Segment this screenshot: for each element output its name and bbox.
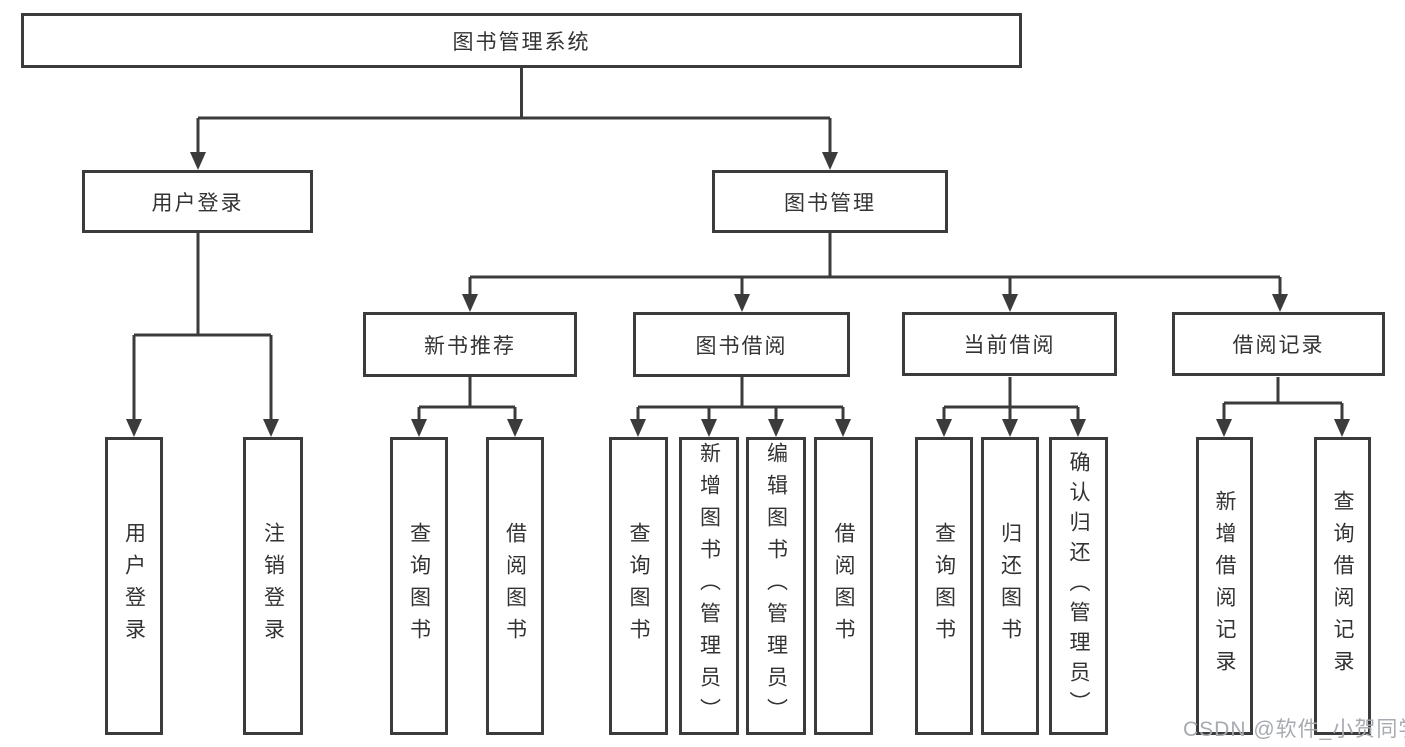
leaf-borrowing-query-books: 查询图书 — [609, 437, 668, 735]
leaf-return-books: 归还图书 — [981, 437, 1039, 735]
arrowheads — [126, 152, 1350, 437]
leaf-logout-label: 注销登录 — [261, 522, 285, 650]
leaf-confirm-return-admin-label: 确认归还（管理员） — [1067, 451, 1090, 721]
node-user-login-label: 用户登录 — [151, 191, 244, 215]
node-library-system-label: 图书管理系统 — [452, 30, 591, 54]
node-book-management: 图书管理 — [712, 170, 948, 233]
node-book-borrowing: 图书借阅 — [633, 312, 850, 377]
leaf-user-login-label: 用户登录 — [122, 522, 146, 650]
csdn-watermark: CSDN @软件_小贺同学 — [1183, 718, 1405, 741]
leaf-recommend-query-books: 查询图书 — [390, 437, 448, 735]
leaf-current-query-books: 查询图书 — [915, 437, 973, 735]
node-book-management-label: 图书管理 — [784, 191, 876, 215]
leaf-borrowing-query-books-label: 查询图书 — [627, 522, 650, 650]
node-user-login: 用户登录 — [82, 170, 313, 233]
leaf-add-books-admin: 新增图书（管理员） — [679, 437, 739, 735]
leaf-confirm-return-admin: 确认归还（管理员） — [1049, 437, 1108, 735]
node-library-system: 图书管理系统 — [21, 13, 1022, 68]
leaf-query-borrow-record-label: 查询借阅记录 — [1331, 490, 1354, 682]
leaf-add-borrow-record-label: 新增借阅记录 — [1213, 490, 1236, 682]
leaf-borrowing-borrow-books-label: 借阅图书 — [832, 522, 855, 650]
node-new-book-recommend: 新书推荐 — [363, 312, 577, 377]
leaf-recommend-borrow-books: 借阅图书 — [486, 437, 544, 735]
node-borrowing-records: 借阅记录 — [1172, 312, 1385, 376]
leaf-borrowing-borrow-books: 借阅图书 — [814, 437, 873, 735]
leaf-logout: 注销登录 — [243, 437, 303, 735]
node-book-borrowing-label: 图书借阅 — [695, 334, 788, 358]
node-current-borrowing: 当前借阅 — [902, 312, 1117, 376]
leaf-return-books-label: 归还图书 — [998, 522, 1022, 650]
leaf-recommend-query-books-label: 查询图书 — [407, 522, 431, 650]
leaf-query-borrow-record: 查询借阅记录 — [1314, 437, 1371, 735]
leaf-edit-books-admin-label: 编辑图书（管理员） — [764, 442, 788, 730]
leaf-edit-books-admin: 编辑图书（管理员） — [746, 437, 806, 735]
leaf-recommend-borrow-books-label: 借阅图书 — [503, 522, 527, 650]
leaf-add-borrow-record: 新增借阅记录 — [1196, 437, 1253, 735]
node-new-book-recommend-label: 新书推荐 — [424, 334, 516, 358]
node-borrowing-records-label: 借阅记录 — [1232, 334, 1325, 357]
leaf-add-books-admin-label: 新增图书（管理员） — [697, 442, 721, 730]
leaf-current-query-books-label: 查询图书 — [932, 522, 956, 650]
leaf-user-login: 用户登录 — [105, 437, 163, 735]
node-current-borrowing-label: 当前借阅 — [963, 334, 1056, 357]
